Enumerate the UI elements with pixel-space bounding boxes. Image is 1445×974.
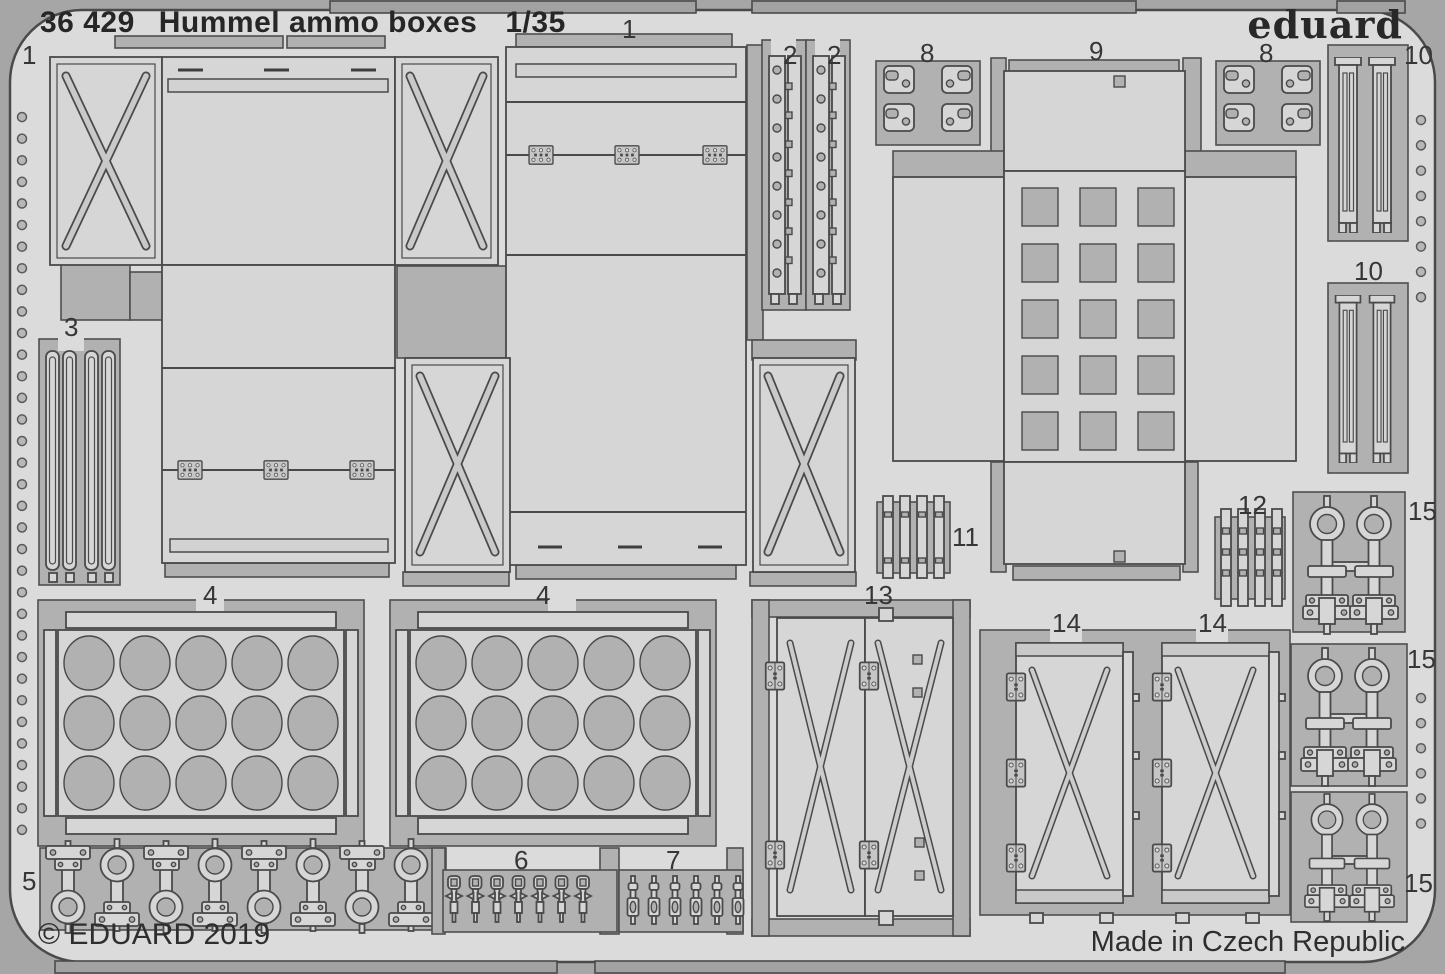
part-10-group xyxy=(1327,44,1409,474)
part-14-group xyxy=(979,628,1291,924)
part-label-11: 11 xyxy=(952,522,979,552)
part-3-group xyxy=(38,337,121,586)
part-2-group xyxy=(761,38,851,311)
part-label-1-left: 1 xyxy=(22,40,37,70)
part-label-15b: 15 xyxy=(1407,644,1436,674)
part-label-12: 12 xyxy=(1238,490,1267,520)
part-label-10a: 10 xyxy=(1404,40,1433,70)
part-label-4b: 4 xyxy=(536,580,551,610)
part-label-7: 7 xyxy=(666,845,681,875)
part-13-group xyxy=(751,599,971,937)
scale: 1/35 xyxy=(505,6,566,39)
part-label-2b: 2 xyxy=(827,40,842,70)
part-1-group xyxy=(49,33,857,587)
part-label-3: 3 xyxy=(64,312,79,342)
part-label-10b: 10 xyxy=(1354,256,1383,286)
brand-logo: eduard xyxy=(1247,2,1403,47)
part-label-2a: 2 xyxy=(783,40,798,70)
tooling-dots xyxy=(16,111,1427,856)
product-name: Hummel ammo boxes xyxy=(158,6,478,39)
part-label-9: 9 xyxy=(1089,36,1104,66)
part-15-group xyxy=(1290,491,1408,923)
part-label-15c: 15 xyxy=(1404,868,1433,898)
part-label-8a: 8 xyxy=(920,38,935,68)
copyright-text: © EDUARD 2019 xyxy=(38,918,271,951)
part-label-6: 6 xyxy=(514,845,529,875)
part-12-group xyxy=(1214,508,1286,607)
made-in-text: Made in Czech Republic xyxy=(1090,926,1405,958)
part-label-14a: 14 xyxy=(1052,608,1081,638)
part-6-7-group xyxy=(431,847,745,935)
part-11-group xyxy=(876,495,951,579)
part-9-group xyxy=(892,57,1297,581)
part-label-1-top: 1 xyxy=(622,14,637,44)
part-label-4a: 4 xyxy=(203,580,218,610)
part-label-13: 13 xyxy=(864,580,893,610)
part-label-8b: 8 xyxy=(1259,38,1274,68)
catalog-number: 36 429 xyxy=(40,6,135,39)
sheet-title: 36 429 Hummel ammo boxes 1/35 xyxy=(40,6,566,40)
part-label-15a: 15 xyxy=(1408,496,1437,526)
part-label-14b: 14 xyxy=(1198,608,1227,638)
part-label-5: 5 xyxy=(22,866,37,896)
